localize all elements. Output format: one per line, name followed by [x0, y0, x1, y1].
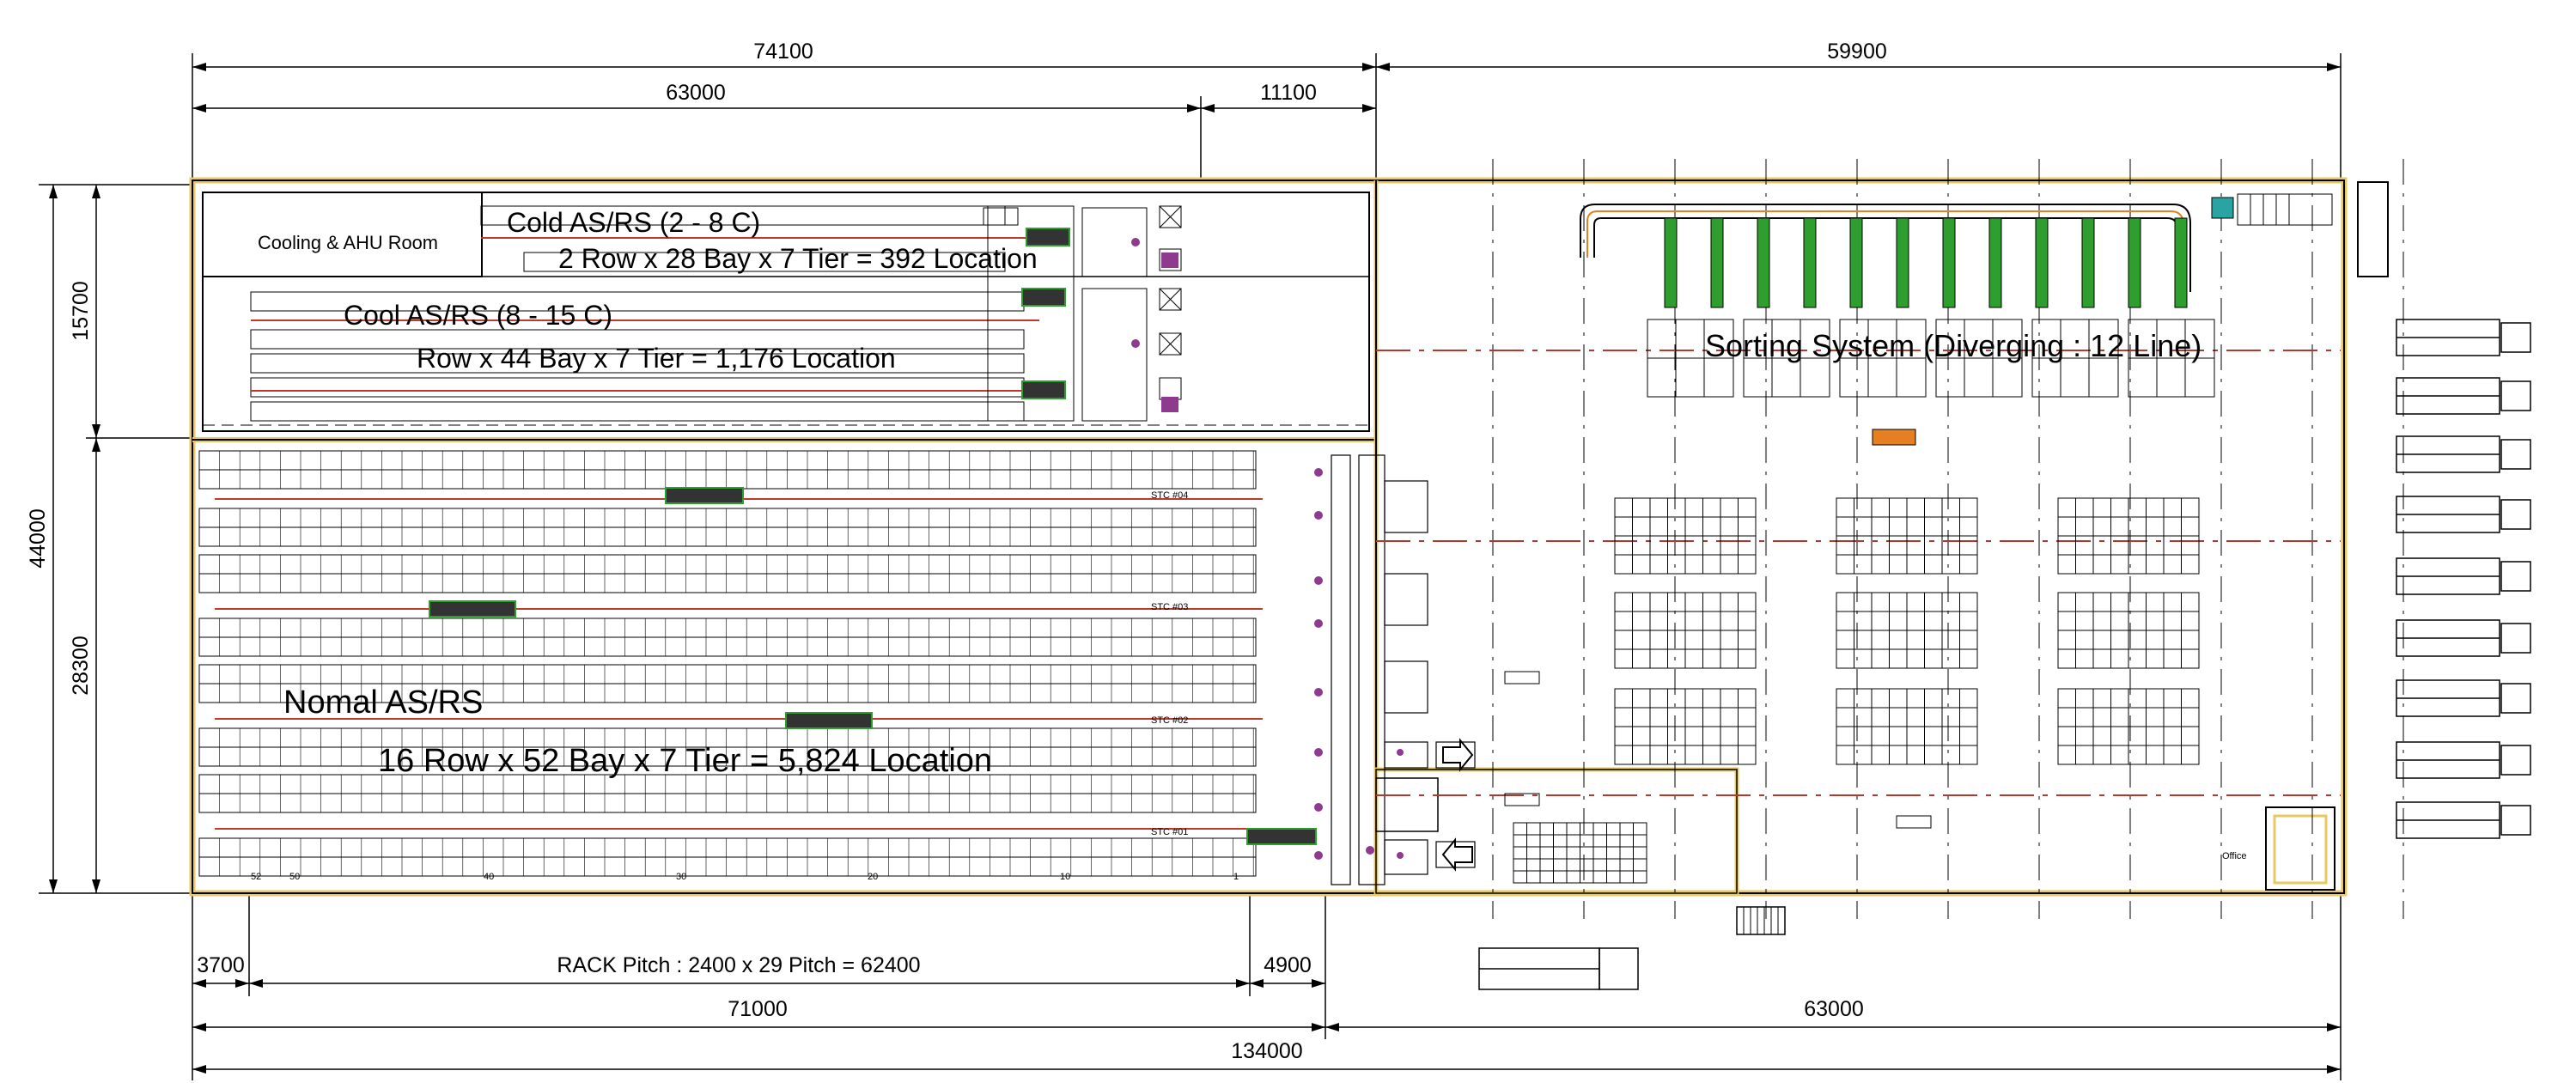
truck-cab — [2500, 683, 2531, 714]
bay-number: 50 — [289, 872, 300, 882]
divert-lane — [2174, 217, 2188, 308]
label-cold-detail: 2 Row x 28 Bay x 7 Tier = 392 Location — [558, 243, 1038, 274]
bay-numbers: 52 50 40 30 20 10 1 — [251, 872, 1239, 882]
cold-cool-conveyors — [987, 205, 1182, 422]
dimension-arrows — [49, 63, 2341, 1074]
dashdot-red-lines — [1376, 350, 2341, 796]
bay-number: 20 — [868, 872, 878, 882]
normal-stacker-cranes — [429, 487, 1317, 845]
sorting-chutes — [1647, 319, 2215, 398]
dim-bottom-rack-pitch: RACK Pitch : 2400 x 29 Pitch = 62400 — [557, 953, 920, 977]
bay-number: 10 — [1060, 872, 1070, 882]
truck-cab — [2500, 380, 2531, 411]
stc-labels: STC #04 STC #03 STC #02 STC #01 — [1151, 490, 1188, 837]
normal-conveyors — [1331, 454, 1476, 885]
dim-top-11100: 11100 — [1260, 81, 1317, 105]
normal-rack-bays — [198, 451, 1254, 876]
divert-lane — [1896, 217, 1909, 308]
label-office: Office — [2222, 851, 2247, 861]
divert-lane — [1757, 217, 1770, 308]
forklifts — [1504, 429, 1932, 829]
label-cool-asrs: Cool AS/RS (8 - 15 C) — [344, 300, 612, 331]
normal-racks — [198, 450, 1257, 877]
label-cold-asrs: Cold AS/RS (2 - 8 C) — [507, 207, 760, 238]
divert-lane — [1710, 217, 1724, 308]
dim-top-74100: 74100 — [753, 40, 813, 64]
label-sorting-system: Sorting System (Diverging : 12 Line) — [1705, 328, 2201, 363]
bay-number: 1 — [1233, 872, 1239, 882]
dim-bottom-4900: 4900 — [1264, 953, 1312, 977]
trucks — [2396, 319, 2531, 839]
bay-number: 52 — [251, 872, 261, 882]
dim-bottom-134000: 134000 — [1231, 1039, 1302, 1063]
truck-cab — [2500, 561, 2531, 592]
truck-cab — [2500, 623, 2531, 654]
cold-cool-accent-marks — [1131, 238, 1178, 412]
label-cool-detail: Row x 44 Bay x 7 Tier = 1,176 Location — [417, 343, 896, 374]
truck-cab — [2500, 439, 2531, 470]
stc-label-04: STC #04 — [1151, 490, 1188, 501]
divert-lane — [2081, 217, 2095, 308]
cold-cool-rails — [251, 237, 1039, 392]
normal-rack-rails — [215, 498, 1263, 830]
dim-bottom-71000: 71000 — [728, 997, 788, 1021]
teal-stair — [2211, 193, 2333, 226]
label-normal-asrs: Nomal AS/RS — [283, 684, 483, 721]
normal-conveyor-arrows — [1441, 738, 1474, 872]
normal-accent-marks — [1314, 468, 1404, 860]
dim-top-59900: 59900 — [1827, 40, 1887, 64]
truck-cab — [2500, 745, 2531, 776]
bay-number: 40 — [484, 872, 494, 882]
dim-top-63000: 63000 — [666, 81, 726, 105]
label-cooling-room: Cooling & AHU Room — [258, 232, 438, 253]
dock-stairs — [1743, 907, 1779, 934]
truck-cab — [2500, 499, 2531, 530]
divert-lane — [2128, 217, 2141, 308]
building-outline — [189, 177, 2389, 935]
divert-lane — [1988, 217, 2002, 308]
dim-bottom-3700: 3700 — [197, 953, 245, 977]
stc-label-03: STC #03 — [1151, 602, 1188, 612]
dim-left-28300: 28300 — [69, 636, 93, 696]
divert-lane — [2035, 217, 2049, 308]
cold-cool-stacker-cranes — [983, 207, 1070, 399]
truck-cab — [2500, 322, 2531, 353]
dim-bottom-63000: 63000 — [1804, 997, 1864, 1021]
sorter-divert-lanes — [1664, 217, 2188, 308]
staging-grids — [1614, 497, 2200, 765]
divert-lane — [1803, 217, 1817, 308]
stc-label-02: STC #02 — [1151, 715, 1188, 726]
column-grid — [1492, 159, 2404, 919]
small-staging-grid — [1513, 822, 1647, 884]
cold-cool-racks — [250, 205, 1025, 422]
divert-lane — [1942, 217, 1956, 308]
bay-number: 30 — [676, 872, 686, 882]
truck-cab — [2500, 805, 2531, 836]
bottom-truck — [1478, 947, 1639, 990]
divert-lane — [1664, 217, 1678, 308]
dim-left-44000: 44000 — [26, 508, 50, 569]
label-normal-detail: 16 Row x 52 Bay x 7 Tier = 5,824 Locatio… — [378, 743, 992, 779]
dim-left-15700: 15700 — [69, 281, 93, 341]
dimension-lines — [39, 53, 2342, 1080]
divert-lane — [1849, 217, 1863, 308]
stc-label-01: STC #01 — [1151, 827, 1188, 837]
